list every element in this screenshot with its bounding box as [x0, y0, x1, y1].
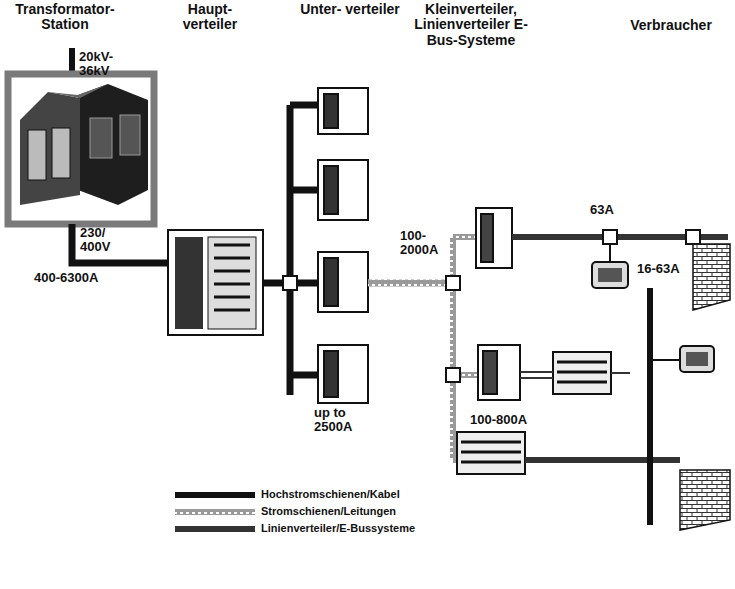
junction-box	[283, 276, 297, 290]
sub-distributors	[318, 88, 368, 403]
legend-sample	[175, 492, 255, 498]
column-heading: Verbraucher	[612, 18, 730, 33]
junction-box	[446, 368, 460, 382]
voltage-label: 230/ 400V	[80, 226, 128, 255]
small-distributors	[457, 208, 611, 474]
current-label: 63A	[590, 203, 630, 217]
busbar-line	[368, 280, 453, 287]
line-distributor	[525, 457, 680, 463]
lv-cable	[72, 224, 168, 263]
tap-box	[603, 230, 617, 244]
legend-sample	[175, 526, 255, 532]
hv-cable	[69, 48, 75, 74]
motor-consumer	[592, 244, 628, 288]
legend-sample	[175, 509, 255, 515]
current-label: 16-63A	[637, 262, 701, 276]
legend-text: Stromschienen/Leitungen	[261, 505, 396, 517]
line-distributor	[611, 372, 630, 374]
current-label: 100-800A	[470, 413, 550, 427]
junction-box	[446, 276, 460, 290]
line-distributor	[520, 372, 553, 378]
wall-consumer	[680, 470, 730, 530]
machine-consumer	[653, 346, 714, 372]
current-label: 400-6300A	[34, 271, 134, 285]
legend-text: Linienverteiler/E-Bussysteme	[261, 522, 415, 534]
legend-text: Hochstromschienen/Kabel	[261, 488, 400, 500]
column-heading: Haupt- verteiler	[160, 2, 260, 33]
voltage-label: 20kV- 36kV	[79, 50, 129, 79]
column-heading: Transformator- Station	[4, 2, 126, 33]
column-heading: Unter- verteiler	[300, 2, 400, 17]
trunk-busbar	[290, 105, 318, 395]
station-building	[20, 84, 148, 205]
main-distributor	[168, 230, 263, 335]
current-label: up to 2500A	[314, 406, 366, 435]
column-heading: Kleinverteiler, Linienverteiler E-Bus-Sy…	[412, 2, 530, 48]
current-label: 100- 2000A	[400, 229, 450, 258]
station-frame	[8, 74, 154, 224]
busbar-riser	[647, 288, 653, 525]
wall-consumer	[693, 244, 730, 310]
tap-box	[686, 230, 700, 244]
